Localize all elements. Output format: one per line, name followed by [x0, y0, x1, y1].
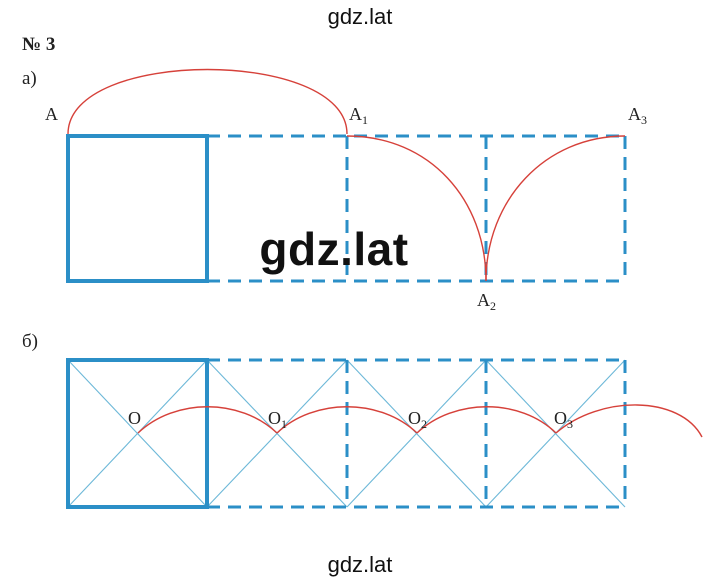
point-a2: A2: [477, 290, 496, 313]
arc-a2-a3: [485, 135, 626, 282]
solid-square-b: [66, 358, 209, 509]
part-a-squares: [66, 134, 627, 283]
point-o: O: [128, 408, 141, 428]
point-o2: O2: [408, 408, 427, 431]
part-b-label: б): [22, 331, 38, 352]
watermark-top: gdz.lat: [327, 4, 393, 29]
watermark-bottom: gdz.lat: [327, 552, 393, 577]
point-o3: O3: [554, 408, 573, 431]
problem-number: № 3: [22, 34, 55, 55]
solid-square: [66, 134, 209, 283]
part-b-arcs: [137, 404, 703, 438]
arc-o1-o2: [276, 406, 418, 434]
arc-a-a1: [67, 68, 348, 135]
point-a: A: [45, 104, 58, 124]
part-b-diagonals: [67, 359, 626, 508]
arc-o2-o3: [416, 406, 557, 434]
arc-o3-end: [555, 404, 703, 438]
part-a-arcs: [67, 68, 626, 282]
point-a3: A3: [628, 104, 647, 127]
point-a1: A1: [349, 104, 368, 127]
arc-o-o1: [137, 406, 278, 434]
part-a-label: а): [22, 68, 37, 89]
arc-a1-a2: [346, 135, 487, 282]
point-o1: O1: [268, 408, 287, 431]
part-b-squares: [66, 358, 627, 509]
watermark-center: gdz.lat: [259, 223, 409, 275]
